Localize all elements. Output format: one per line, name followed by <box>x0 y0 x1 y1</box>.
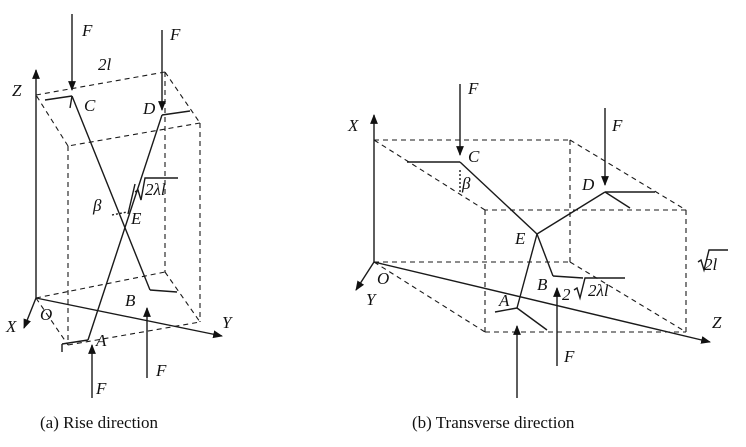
diagram-a: F F 2l Z C D β 2λl E B X O Y A F F (a) R… <box>5 14 233 432</box>
label-axis-z: Z <box>12 81 22 100</box>
diagram-a-struts <box>44 95 191 352</box>
label-dim-2l: 2l <box>98 55 112 74</box>
diagram-a-axes <box>23 69 223 339</box>
label-point-c: C <box>84 96 96 115</box>
sqrt-symbol-b-side <box>697 249 728 273</box>
label-axis-x: X <box>5 317 17 336</box>
diagram-b-forces <box>456 84 609 398</box>
label-point-e: E <box>130 209 142 228</box>
label-origin: O <box>40 305 52 324</box>
label-dim-diag-root: 2λl <box>588 281 609 300</box>
label-force-bottom-right: F <box>155 361 167 380</box>
label-axis-y: Y <box>222 313 233 332</box>
x-axis <box>23 297 37 329</box>
label-point-a: A <box>498 291 510 310</box>
label-point-d: D <box>581 175 595 194</box>
sqrt-symbol-a <box>134 177 178 201</box>
label-origin: O <box>377 269 389 288</box>
label-point-a: A <box>95 331 107 350</box>
label-point-b: B <box>537 275 548 294</box>
label-point-e: E <box>514 229 526 248</box>
y-axis <box>35 297 223 339</box>
angle-beta-marker <box>111 211 128 216</box>
dim-line-a <box>127 183 136 215</box>
label-dim-coeff: 2 <box>562 285 571 304</box>
diagram-b: F F X C β D E 2l O B 2 2λl Y A Z F (b) T… <box>347 79 728 432</box>
label-axis-z: Z <box>712 313 722 332</box>
z-axis <box>373 261 711 344</box>
label-point-d: D <box>142 99 156 118</box>
label-force-bottom-right: F <box>563 347 575 366</box>
label-axis-x: X <box>347 116 359 135</box>
label-point-b: B <box>125 291 136 310</box>
caption-a: (a) Rise direction <box>40 413 159 432</box>
label-force-top-right: F <box>611 116 623 135</box>
label-point-c: C <box>468 147 480 166</box>
label-force-top-left: F <box>81 21 93 40</box>
label-axis-y: Y <box>366 290 377 309</box>
label-dim-side-root: 2l <box>704 255 718 274</box>
label-force-top-right: F <box>169 25 181 44</box>
label-angle-beta: β <box>92 196 102 215</box>
diagram-b-struts <box>407 161 655 331</box>
diagram-b-box <box>373 139 687 333</box>
diagram-a-box <box>35 71 201 346</box>
caption-b: (b) Transverse direction <box>412 413 575 432</box>
diagram-a-forces <box>68 14 166 398</box>
label-force-bottom-left: F <box>95 379 107 398</box>
label-force-top-left: F <box>467 79 479 98</box>
sqrt-symbol-b-diag <box>573 277 625 301</box>
label-angle-beta: β <box>461 174 471 193</box>
y-axis <box>355 261 375 291</box>
label-dim-root-a: 2λl <box>145 180 166 199</box>
diagram-b-axes <box>355 114 711 344</box>
